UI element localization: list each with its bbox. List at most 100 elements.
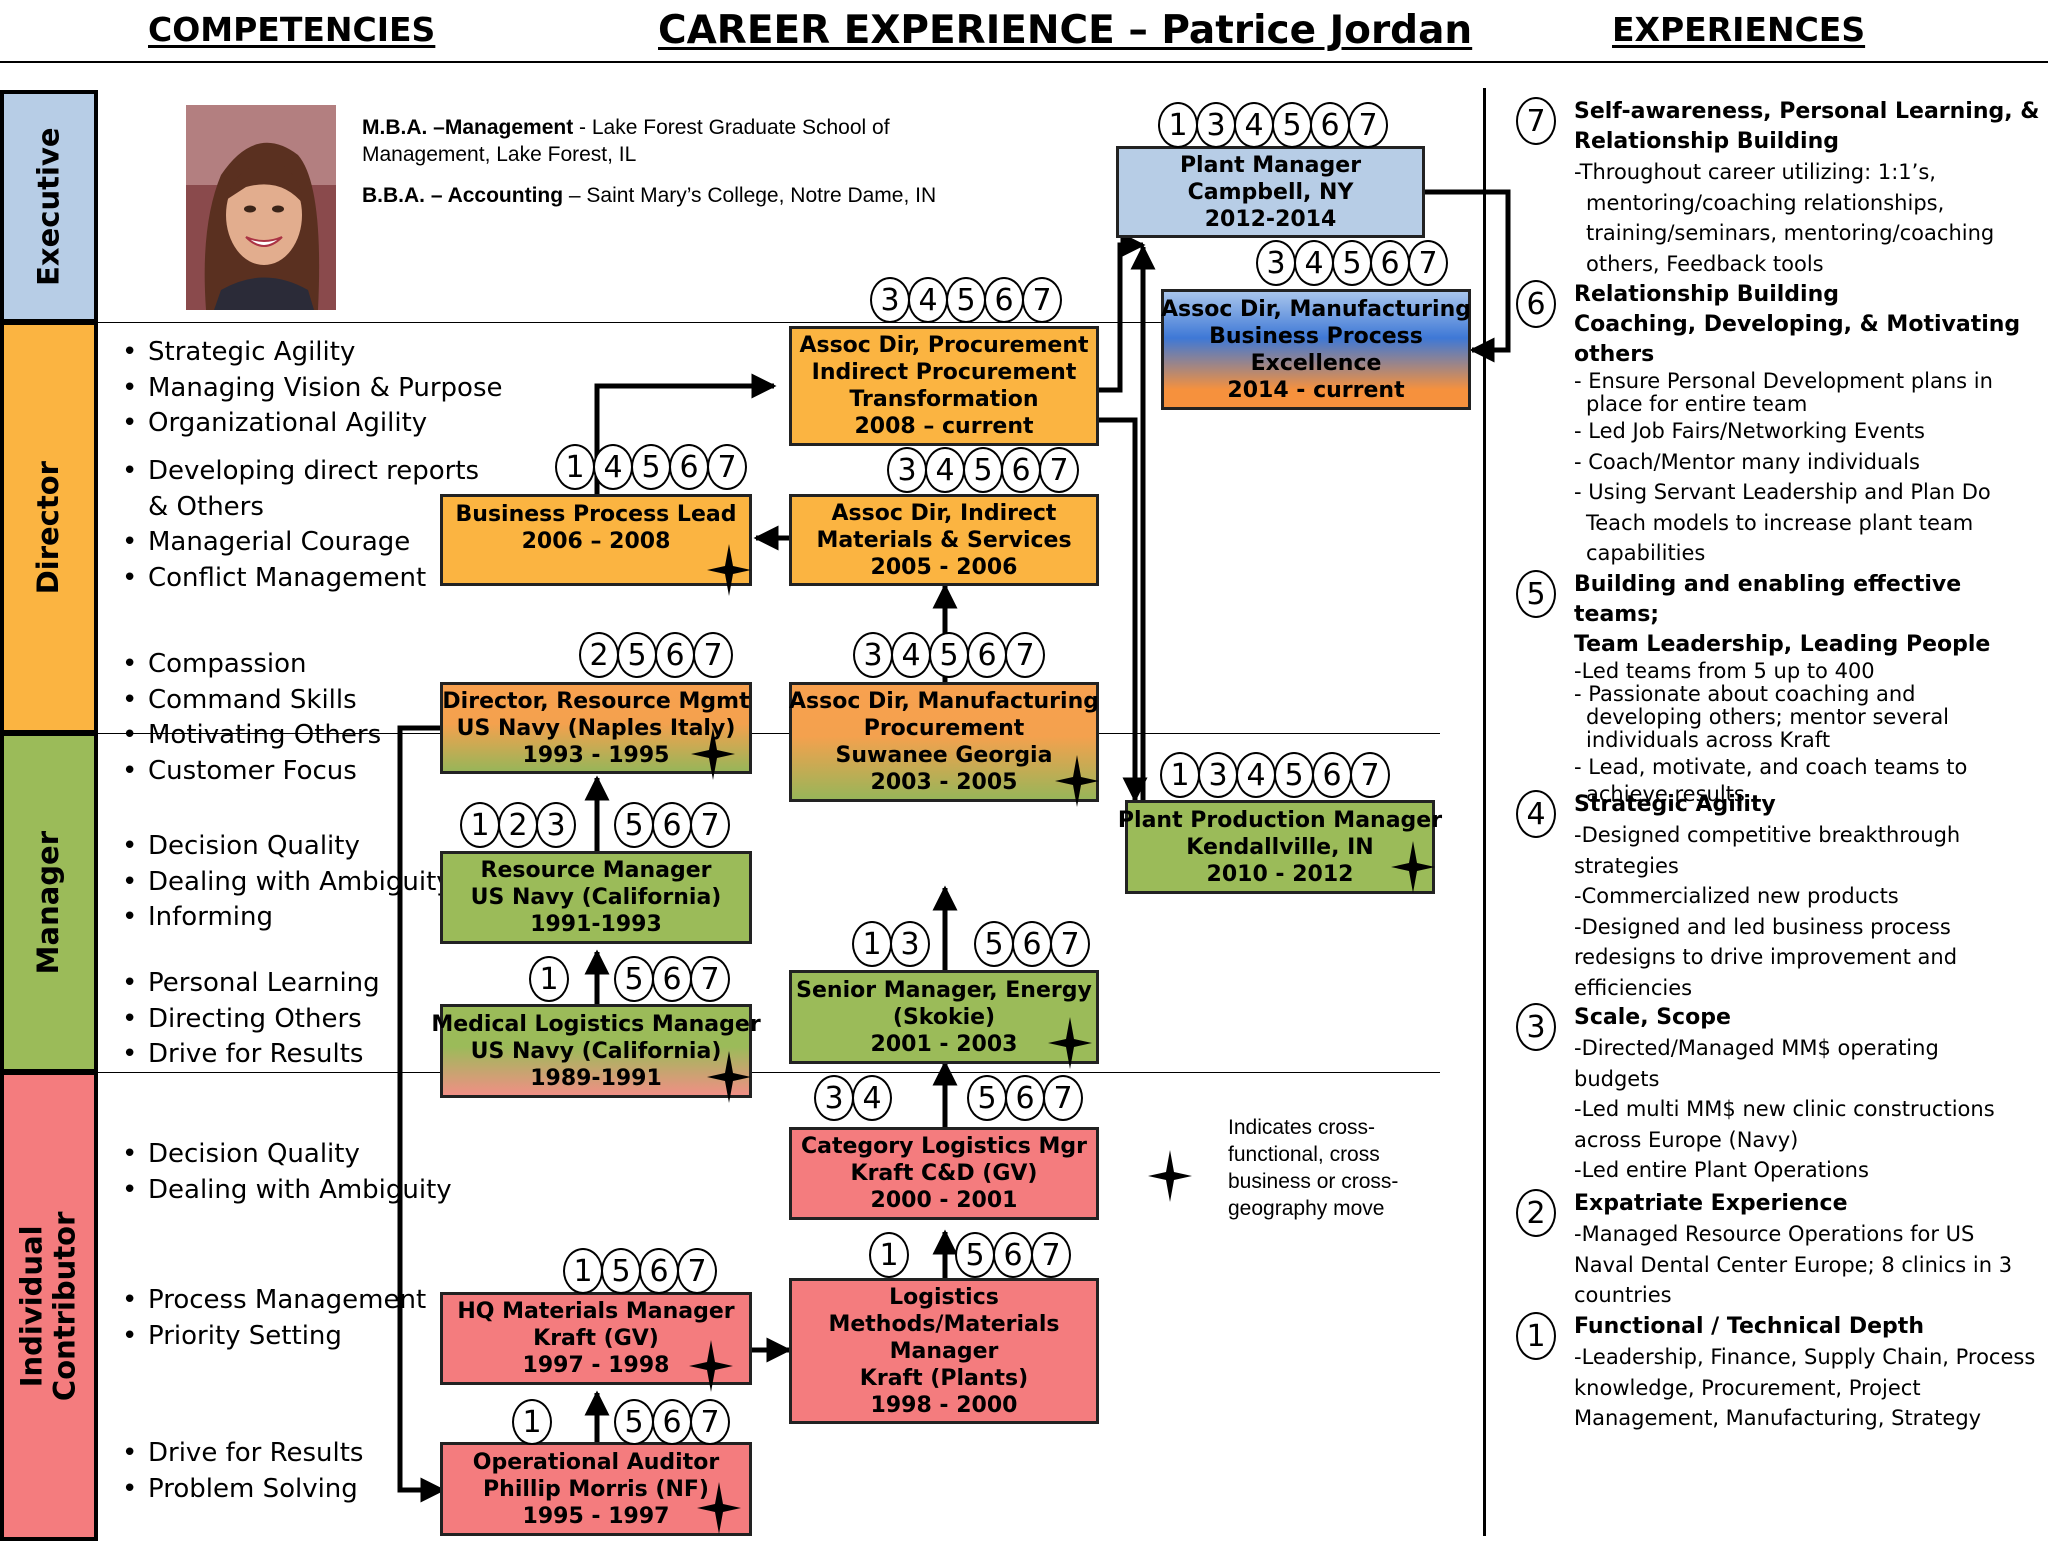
- experience-circle: 6: [669, 444, 709, 490]
- experience-line: - Led Job Fairs/Networking Events: [1574, 419, 1925, 443]
- experience-circle: 3: [887, 447, 927, 493]
- experience-title: Strategic Agility: [1574, 792, 1776, 817]
- experience-line: -Directed/Managed MM$ operating: [1574, 1036, 1939, 1060]
- experience-circle: 5: [974, 921, 1014, 967]
- role-dates: 1998 - 2000: [870, 1392, 1018, 1418]
- experience-line: - Passionate about coaching and: [1574, 682, 1916, 706]
- competency-item: Compassion: [118, 647, 381, 683]
- experience-circle: 5: [601, 1248, 641, 1294]
- experience-circle: 5: [963, 447, 1003, 493]
- experience-line: - Ensure Personal Development plans in: [1574, 369, 1993, 393]
- experience-circle: 6: [652, 1399, 692, 1445]
- role-title: Category Logistics Mgr: [801, 1134, 1087, 1159]
- role-title: Operational Auditor: [472, 1449, 720, 1475]
- experience-circle: 5: [929, 632, 969, 678]
- competency-item: Organizational Agility: [118, 406, 503, 442]
- role-title: Indirect Procurement: [811, 360, 1077, 385]
- legend-line: Indicates cross-: [1228, 1116, 1376, 1139]
- experience-circle: 5: [617, 632, 657, 678]
- role-dates: 2006 – 2008: [521, 529, 671, 554]
- experience-line: budgets: [1574, 1066, 1660, 1091]
- experience-line: others, Feedback tools: [1586, 251, 1824, 276]
- experience-circle: 3: [1196, 102, 1236, 148]
- competency-item: Managerial Courage: [118, 525, 498, 561]
- star-legend-text: Indicates cross- functional, cross busin…: [1228, 1114, 1398, 1222]
- competency-item: Problem Solving: [118, 1472, 363, 1508]
- experience-line: achieve results: [1586, 781, 1745, 806]
- competency-item: Command Skills: [118, 683, 381, 719]
- experience-circle: 5: [614, 1399, 654, 1445]
- competencies-header: COMPETENCIES: [148, 10, 436, 49]
- star-icon: [1055, 755, 1099, 807]
- competency-item: Dealing with Ambiguity: [118, 865, 452, 901]
- role-title: Transformation: [849, 387, 1039, 412]
- experience-title: Coaching, Developing, & Motivating: [1574, 312, 2021, 337]
- experience-circle: 6: [655, 632, 695, 678]
- star-icon: [1148, 1150, 1192, 1202]
- experience-line: -Led teams from 5 up to 400: [1574, 659, 1875, 683]
- experience-4: 4 Strategic Agility -Designed competitiv…: [1516, 790, 1960, 1003]
- role-title: Assoc Dir, Procurement: [799, 333, 1089, 358]
- experience-line: mentoring/coaching relationships,: [1586, 190, 1945, 215]
- experience-title: Building and enabling effective teams;: [1574, 572, 1962, 627]
- experience-circle: 6: [1012, 921, 1052, 967]
- experience-circle: 1: [1158, 102, 1198, 148]
- header-divider: [0, 61, 2048, 63]
- star-icon: [1048, 1017, 1092, 1069]
- band-ic-line1: Individual: [14, 1225, 49, 1387]
- experience-line: redesigns to drive improvement and: [1574, 945, 1958, 969]
- experiences-divider: [1483, 88, 1486, 1536]
- experience-number: 7: [1516, 97, 1556, 145]
- experience-number: 1: [1516, 1312, 1556, 1360]
- experience-circle: 4: [891, 632, 931, 678]
- experience-line: individuals across Kraft: [1586, 728, 1831, 752]
- star-icon: [691, 728, 735, 780]
- role-title: Materials & Services: [816, 527, 1072, 553]
- experience-circle: 7: [690, 1399, 730, 1445]
- role-dates: 2001 - 2003: [870, 1031, 1018, 1057]
- experience-line: place for entire team: [1586, 392, 1808, 416]
- role-dates: 2010 - 2012: [1206, 861, 1354, 887]
- experience-title: Expatriate Experience: [1574, 1191, 1848, 1216]
- legend-line: business or cross-: [1228, 1170, 1399, 1193]
- band-executive-label: Executive: [31, 127, 66, 286]
- role-org: US Navy (California): [470, 885, 722, 910]
- band-director: Director: [0, 321, 98, 734]
- experience-line: Teach models to increase plant team: [1586, 510, 1974, 535]
- competency-group-5: Personal Learning Directing Others Drive…: [118, 966, 380, 1073]
- role-dates: 2012-2014: [1204, 206, 1337, 232]
- role-title: Resource Manager: [480, 858, 712, 883]
- band-director-label: Director: [31, 460, 66, 595]
- band-ic-line2: Contributor: [48, 1211, 83, 1401]
- role-dates: 2000 - 2001: [870, 1188, 1018, 1213]
- experience-circle: 3: [814, 1075, 854, 1121]
- experience-5: 5 Building and enabling effective teams;…: [1516, 570, 2048, 806]
- experience-circle: 1: [1160, 752, 1200, 798]
- bba-school: – Saint Mary’s College, Notre Dame, IN: [563, 184, 937, 207]
- competency-group-2: Developing direct reports & Others Manag…: [118, 454, 498, 596]
- star-icon: [1391, 841, 1435, 893]
- experience-circle: 6: [639, 1248, 679, 1294]
- experience-number: 4: [1516, 790, 1556, 838]
- mba-school: - Lake Forest Graduate School of Managem…: [362, 116, 890, 166]
- competency-item: Managing Vision & Purpose: [118, 371, 503, 407]
- role-org: Phillip Morris (NF): [483, 1476, 709, 1502]
- role-title: Assoc Dir, Indirect: [831, 500, 1057, 526]
- director-divider: [98, 733, 1440, 734]
- experience-line: - Using Servant Leadership and Plan Do: [1574, 480, 1991, 504]
- experience-circle: 7: [1031, 1232, 1071, 1278]
- experience-circle: 3: [853, 632, 893, 678]
- competency-item: Personal Learning: [118, 966, 380, 1002]
- role-dates: 1995 - 1997: [522, 1503, 670, 1529]
